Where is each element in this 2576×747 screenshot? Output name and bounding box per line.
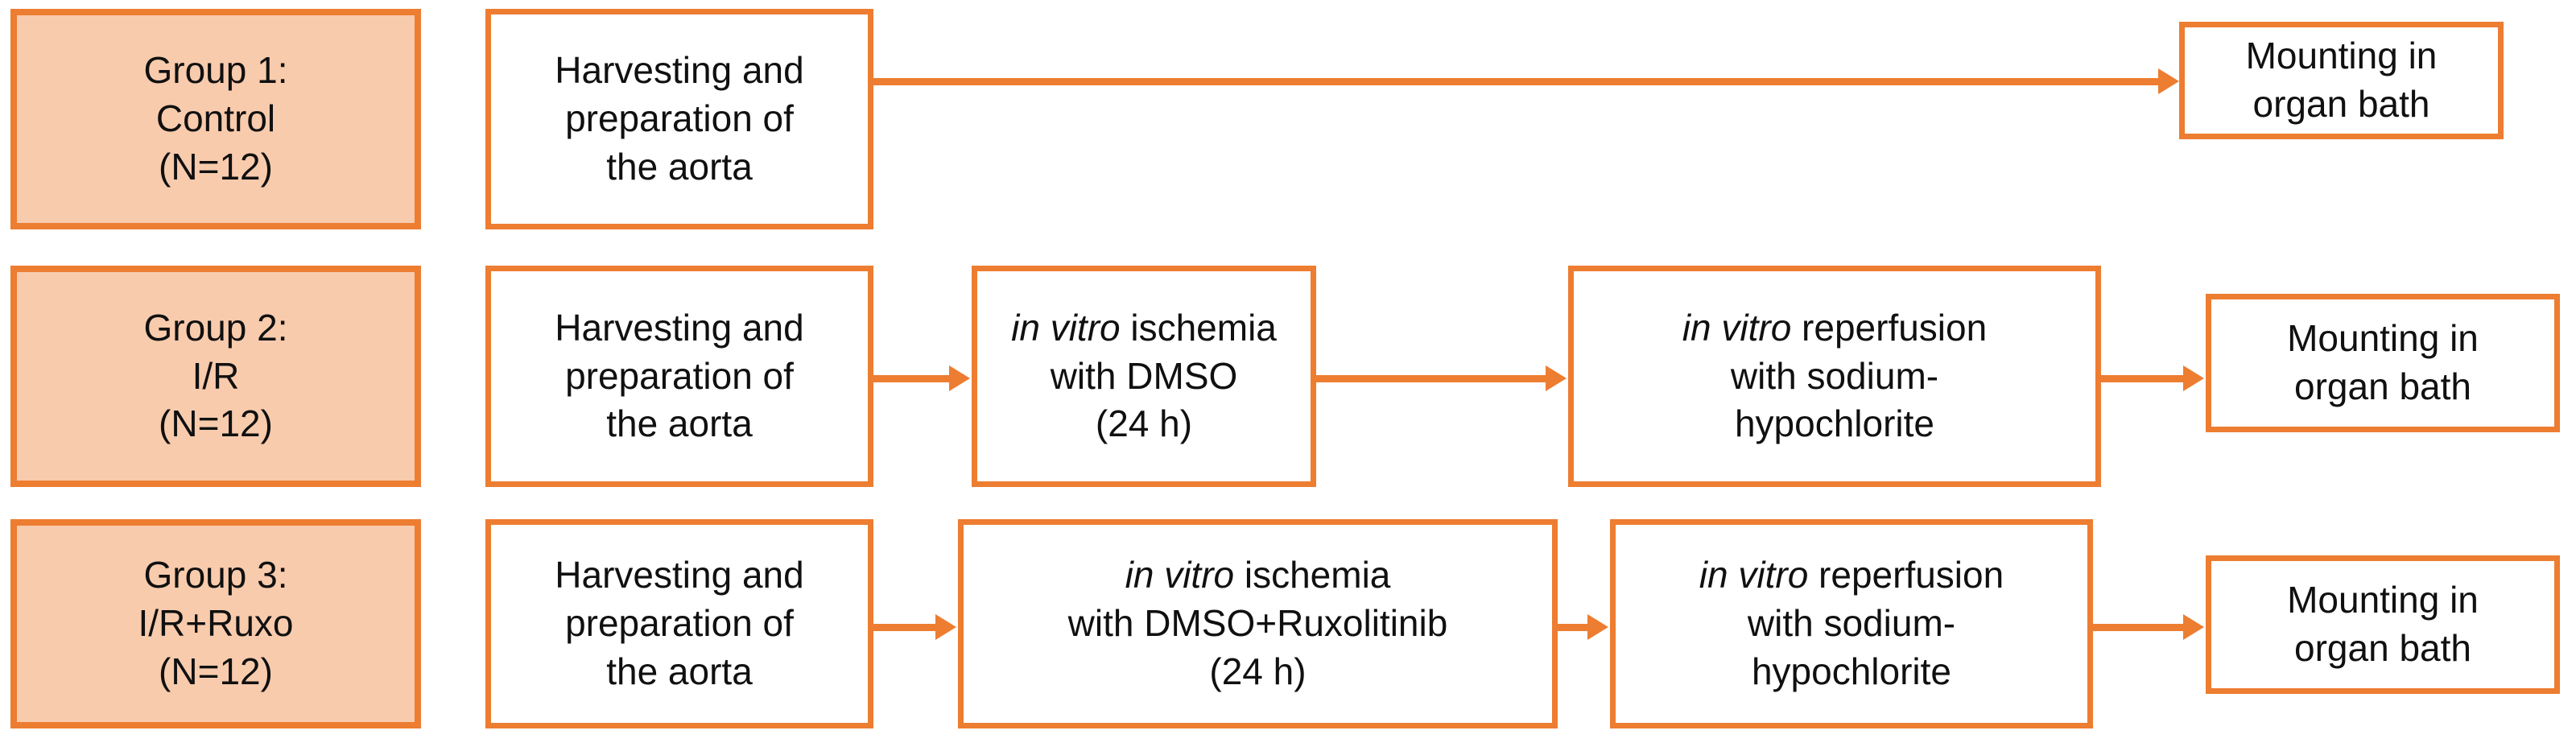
- group-3-line-1: Group 3:: [143, 554, 288, 596]
- arrow-shaft: [1558, 624, 1591, 631]
- mounting-row-1-line-1: Mounting in: [2245, 35, 2438, 77]
- reperfusion-row-2-line-1-rest: reperfusion: [1791, 306, 1988, 349]
- reperfusion-row-2-line-2: with sodium-: [1730, 354, 1939, 397]
- ischemia-row-3-line-2: with DMSO+Ruxolitinib: [1067, 602, 1448, 645]
- step-box-harvesting-row-2: Harvesting and preparation of the aorta: [485, 266, 873, 487]
- arrow-shaft: [2101, 375, 2186, 382]
- ischemia-row-3-line-1-rest: ischemia: [1234, 554, 1391, 596]
- step-box-harvesting-row-3: Harvesting and preparation of the aorta: [485, 519, 873, 728]
- ischemia-row-2-line-3: (24 h): [1095, 402, 1193, 445]
- mounting-row-3-line-1: Mounting in: [2287, 579, 2479, 621]
- group-3-line-3: (N=12): [159, 650, 273, 692]
- mounting-label-row-2: Mounting in organ bath: [2219, 315, 2546, 411]
- group-1-line-3: (N=12): [159, 145, 273, 188]
- mounting-row-2-line-2: organ bath: [2294, 365, 2471, 407]
- ischemia-row-2-line-1: in vitro ischemia: [985, 304, 1302, 353]
- group-box-2: Group 2: I/R (N=12): [10, 266, 421, 487]
- mounting-label-row-3: Mounting in organ bath: [2219, 576, 2546, 673]
- group-3-line-2: I/R+Ruxo: [138, 602, 294, 645]
- step-box-reperfusion-row-2: in vitro reperfusion with sodium- hypoch…: [1568, 266, 2101, 487]
- ischemia-label-row-2: in vitro ischemia with DMSO (24 h): [985, 304, 1302, 448]
- step-box-ischemia-row-2: in vitro ischemia with DMSO (24 h): [972, 266, 1316, 487]
- arrow-right-icon: [2158, 68, 2179, 94]
- step-box-mounting-row-1: Mounting in organ bath: [2179, 22, 2504, 139]
- reperfusion-row-2-line-3: hypochlorite: [1734, 402, 1935, 445]
- arrow-shaft: [2093, 624, 2186, 631]
- arrow-shaft: [873, 78, 2161, 85]
- arrow-right-icon: [2183, 365, 2204, 391]
- arrow-right-icon: [1546, 365, 1567, 391]
- harvesting-row-1-line-2: preparation of: [565, 97, 794, 140]
- reperfusion-label-row-2: in vitro reperfusion with sodium- hypoch…: [1582, 304, 2087, 448]
- group-box-1: Group 1: Control (N=12): [10, 9, 421, 229]
- arrow-right-icon: [2183, 614, 2204, 640]
- step-box-harvesting-row-1: Harvesting and preparation of the aorta: [485, 9, 873, 229]
- group-2-line-2: I/R: [192, 354, 240, 397]
- harvesting-row-3-line-3: the aorta: [606, 650, 753, 692]
- reperfusion-row-3-line-1-rest: reperfusion: [1808, 554, 2004, 596]
- harvesting-row-3-line-2: preparation of: [565, 602, 794, 645]
- group-2-line-3: (N=12): [159, 402, 273, 445]
- arrow-shaft: [873, 375, 952, 382]
- ischemia-label-row-3: in vitro ischemia with DMSO+Ruxolitinib …: [972, 551, 1544, 695]
- harvesting-row-2-line-2: preparation of: [565, 354, 794, 397]
- ischemia-row-3-line-1: in vitro ischemia: [972, 551, 1544, 600]
- step-box-mounting-row-2: Mounting in organ bath: [2206, 294, 2560, 432]
- step-box-mounting-row-3: Mounting in organ bath: [2206, 555, 2560, 694]
- arrow-right-icon: [935, 614, 956, 640]
- group-box-3: Group 3: I/R+Ruxo (N=12): [10, 519, 421, 728]
- harvesting-label-row-3: Harvesting and preparation of the aorta: [499, 551, 860, 695]
- reperfusion-row-3-line-2: with sodium-: [1747, 602, 1956, 645]
- mounting-row-3-line-2: organ bath: [2294, 627, 2471, 669]
- in-vitro-italic: in vitro: [1682, 306, 1792, 349]
- arrow-right-icon: [949, 365, 970, 391]
- ischemia-row-3-line-3: (24 h): [1209, 650, 1307, 692]
- group-2-line-1: Group 2:: [143, 306, 288, 349]
- step-box-reperfusion-row-3: in vitro reperfusion with sodium- hypoch…: [1610, 519, 2093, 728]
- in-vitro-italic: in vitro: [1125, 554, 1235, 596]
- harvesting-row-1-line-1: Harvesting and: [555, 49, 804, 92]
- group-1-line-1: Group 1:: [143, 49, 288, 92]
- in-vitro-italic: in vitro: [1011, 306, 1121, 349]
- harvesting-label-row-2: Harvesting and preparation of the aorta: [499, 304, 860, 448]
- harvesting-row-2-line-1: Harvesting and: [555, 306, 804, 349]
- harvesting-row-1-line-3: the aorta: [606, 145, 753, 188]
- reperfusion-label-row-3: in vitro reperfusion with sodium- hypoch…: [1624, 551, 2079, 695]
- in-vitro-italic: in vitro: [1699, 554, 1809, 596]
- group-3-label: Group 3: I/R+Ruxo (N=12): [25, 551, 407, 695]
- harvesting-row-3-line-1: Harvesting and: [555, 554, 804, 596]
- harvesting-row-2-line-3: the aorta: [606, 402, 753, 445]
- reperfusion-row-2-line-1: in vitro reperfusion: [1582, 304, 2087, 353]
- ischemia-row-2-line-2: with DMSO: [1050, 354, 1238, 397]
- mounting-row-2-line-1: Mounting in: [2287, 317, 2479, 360]
- reperfusion-row-3-line-1: in vitro reperfusion: [1624, 551, 2079, 600]
- arrow-shaft: [1316, 375, 1549, 382]
- step-box-ischemia-row-3: in vitro ischemia with DMSO+Ruxolitinib …: [958, 519, 1558, 728]
- ischemia-row-2-line-1-rest: ischemia: [1120, 306, 1277, 349]
- harvesting-label-row-1: Harvesting and preparation of the aorta: [499, 47, 860, 191]
- mounting-row-1-line-2: organ bath: [2252, 83, 2430, 125]
- reperfusion-row-3-line-3: hypochlorite: [1751, 650, 1952, 692]
- arrow-right-icon: [1587, 614, 1608, 640]
- group-1-label: Group 1: Control (N=12): [25, 47, 407, 191]
- mounting-label-row-1: Mounting in organ bath: [2193, 32, 2490, 129]
- arrow-shaft: [873, 624, 939, 631]
- group-2-label: Group 2: I/R (N=12): [25, 304, 407, 448]
- group-1-line-2: Control: [155, 97, 276, 140]
